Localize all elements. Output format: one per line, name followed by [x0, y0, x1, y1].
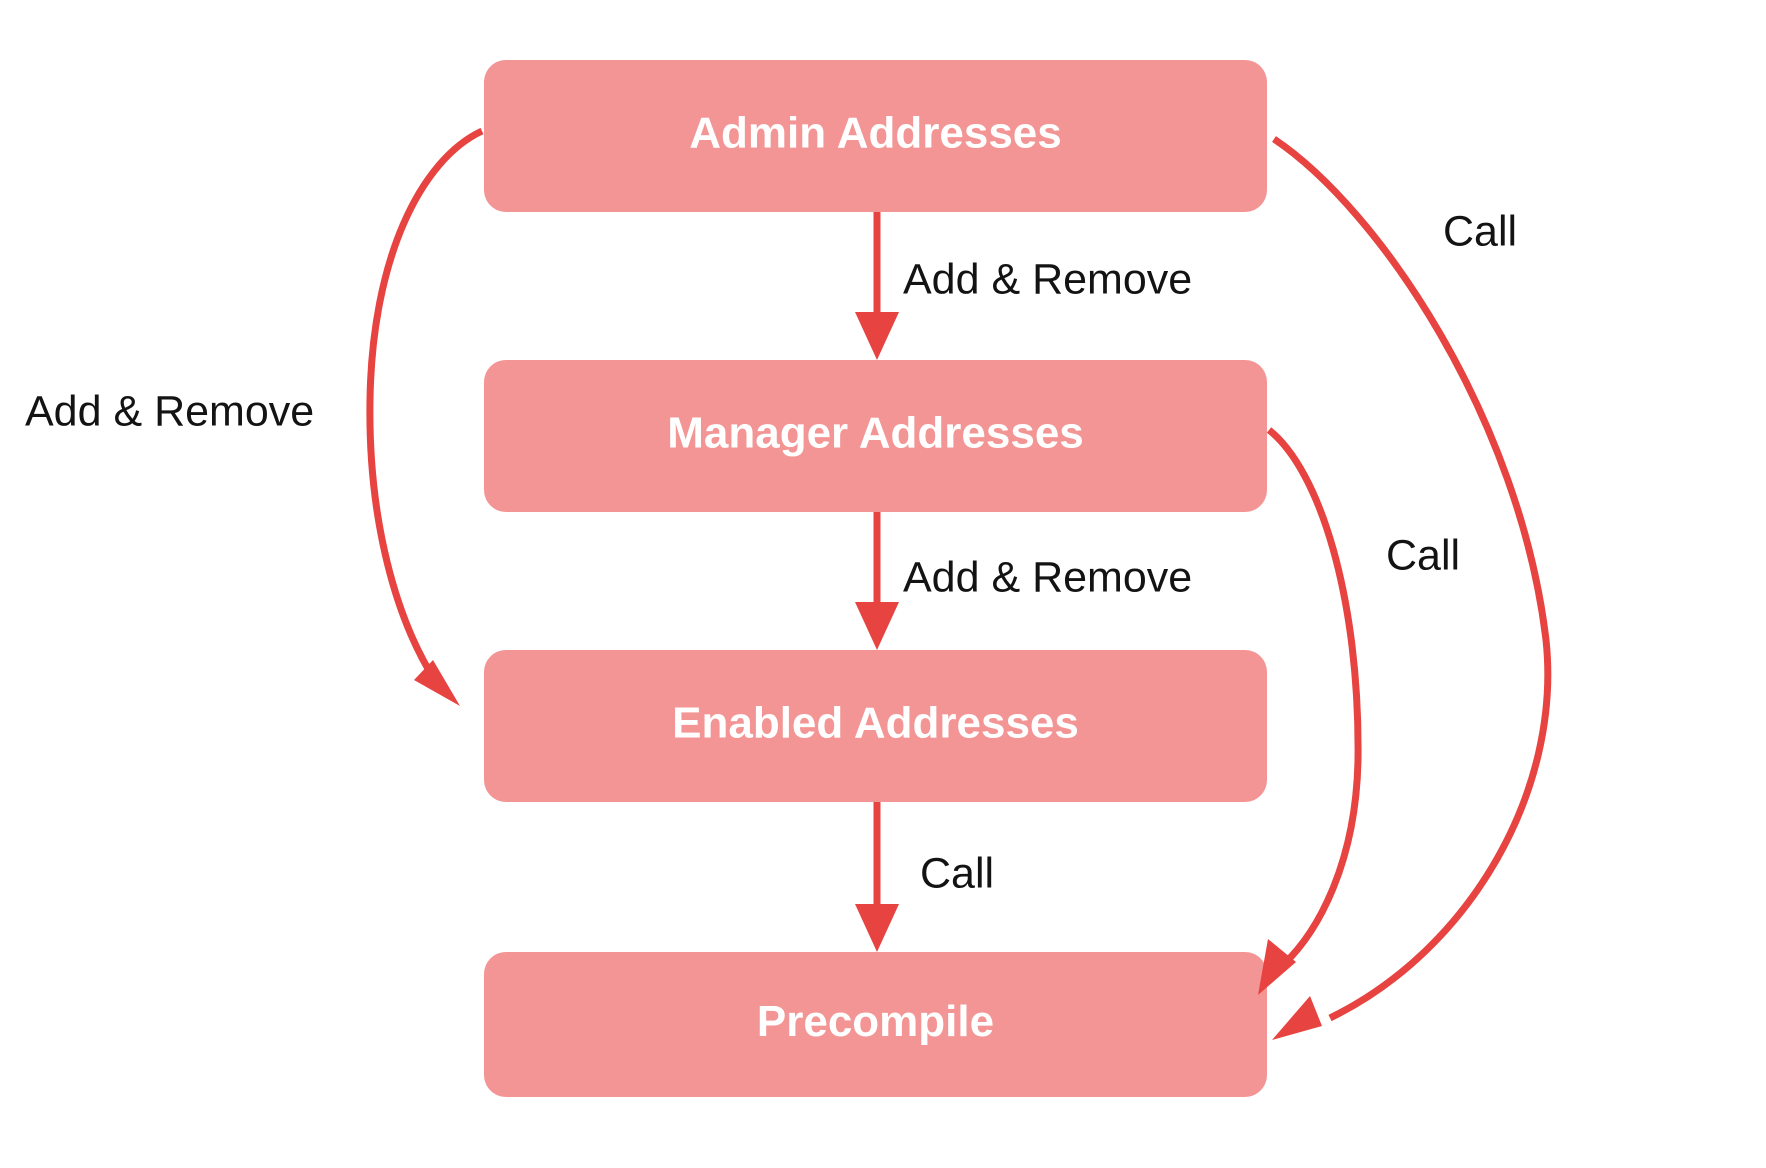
- node-admin-addresses[interactable]: Admin Addresses: [484, 60, 1267, 212]
- edge-manager-to-precompile-arrowhead: [1258, 939, 1296, 995]
- node-precompile-box[interactable]: [484, 952, 1267, 1097]
- node-admin-addresses-label: Admin Addresses: [689, 109, 1061, 158]
- node-enabled-addresses-box[interactable]: [484, 650, 1267, 802]
- node-precompile-label: Precompile: [757, 997, 994, 1046]
- edge-label-enabled-to-precompile: Call: [920, 849, 994, 897]
- node-admin-addresses-box[interactable]: [484, 60, 1267, 212]
- edge-admin-to-precompile-line: [1272, 136, 1552, 1022]
- edge-label-admin-to-precompile: Call: [1443, 207, 1517, 255]
- edge-admin-to-enabled: [366, 127, 484, 706]
- edge-admin-to-enabled-line: [366, 127, 484, 684]
- edge-enabled-to-precompile: [855, 802, 899, 952]
- node-manager-addresses-box[interactable]: [484, 360, 1267, 512]
- edge-manager-to-enabled-arrowhead: [855, 602, 899, 650]
- node-manager-addresses-label: Manager Addresses: [667, 409, 1084, 458]
- edge-label-manager-to-enabled: Add & Remove: [903, 553, 1192, 601]
- edge-manager-to-enabled: [855, 512, 899, 650]
- node-enabled-addresses[interactable]: Enabled Addresses: [484, 650, 1267, 802]
- edge-admin-to-manager-arrowhead: [855, 312, 899, 360]
- edge-admin-to-manager: [855, 212, 899, 360]
- edge-manager-to-precompile-line: [1266, 427, 1362, 968]
- edge-enabled-to-precompile-arrowhead: [855, 904, 899, 952]
- edge-admin-to-enabled-arrowhead: [414, 660, 460, 706]
- edge-label-admin-to-manager: Add & Remove: [903, 255, 1192, 303]
- node-manager-addresses[interactable]: Manager Addresses: [484, 360, 1267, 512]
- edge-admin-to-precompile-arrowhead: [1272, 996, 1322, 1040]
- edge-label-admin-to-enabled: Add & Remove: [25, 387, 314, 435]
- edge-admin-to-precompile: [1272, 136, 1552, 1040]
- edge-label-manager-to-precompile: Call: [1386, 531, 1460, 579]
- edge-manager-to-precompile: [1258, 427, 1362, 995]
- node-precompile[interactable]: Precompile: [484, 952, 1267, 1097]
- node-enabled-addresses-label: Enabled Addresses: [672, 699, 1079, 748]
